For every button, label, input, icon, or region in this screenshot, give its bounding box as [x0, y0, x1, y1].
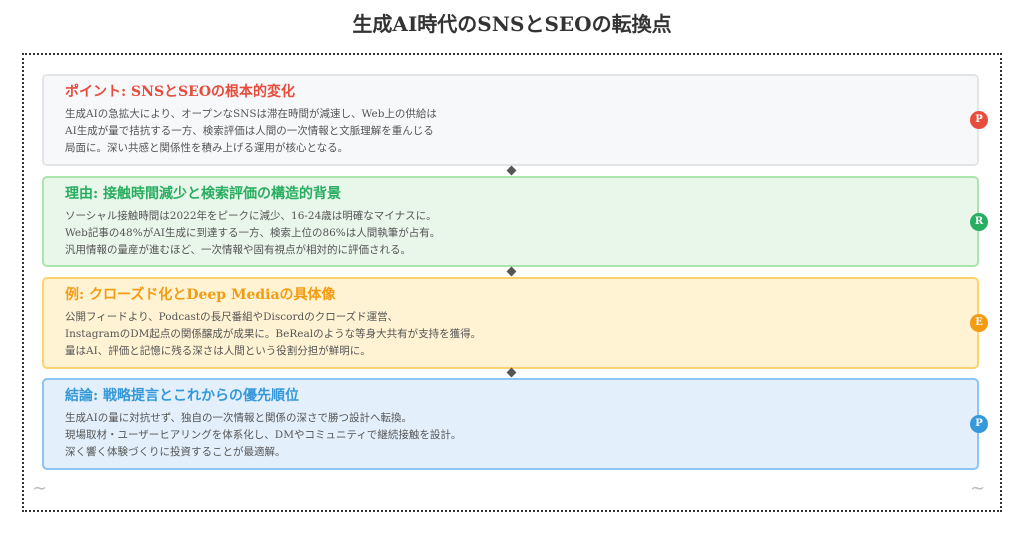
card-line: 生成AIの量に対抗せず、独自の一次情報と関係の深さで勝つ設計へ転換。 — [65, 412, 412, 424]
card-line: 深く響く体験づくりに投資することが最適解。 — [65, 446, 286, 458]
page-title: 生成AI時代のSNSとSEOの転換点 — [352, 12, 672, 36]
card-heading: ポイント: SNSとSEOの根本的変化 — [65, 84, 296, 100]
card-line: 生成AIの急拡大により、オープンなSNSは滞在時間が減速し、Web上の供給は — [65, 108, 437, 120]
badge-p-icon: P — [970, 111, 988, 129]
tilde-decoration-icon: ∼ — [970, 478, 986, 499]
diagram-frame — [22, 53, 1002, 512]
card-line: Web記事の48%がAI生成に到達する一方、検索上位の86%は人間執筆が占有。 — [65, 227, 441, 239]
card-heading: 理由: 接触時間減少と検索評価の構造的背景 — [65, 186, 342, 202]
card-conclusion: 結論: 戦略提言とこれからの優先順位 生成AIの量に対抗せず、独自の一次情報と関… — [42, 378, 988, 470]
badge-e-icon: E — [970, 314, 988, 332]
card-example: 例: クローズド化とDeep Mediaの具体像 公開フィードより、Podcas… — [42, 277, 988, 369]
card-line: 量はAI、評価と記憶に残る深さは人間という役割分担が鮮明に。 — [65, 345, 371, 357]
card-heading: 例: クローズド化とDeep Mediaの具体像 — [65, 287, 336, 303]
card-line: 汎用情報の量産が進むほど、一次情報や固有視点が相対的に評価される。 — [65, 244, 411, 256]
card-reason: 理由: 接触時間減少と検索評価の構造的背景 ソーシャル接触時間は2022年をピー… — [42, 176, 988, 267]
card-line: 現場取材・ユーザーヒアリングを体系化し、DMやコミュニティで継続接触を設計。 — [65, 429, 462, 441]
card-point: ポイント: SNSとSEOの根本的変化 生成AIの急拡大により、オープンなSNS… — [42, 74, 988, 166]
card-line: InstagramのDM起点の関係醸成が成果に。BeRealのような等身大共有が… — [65, 328, 482, 340]
card-line: 局面に。深い共感と関係性を積み上げる運用が核心となる。 — [65, 142, 349, 154]
badge-p-icon: P — [970, 415, 988, 433]
card-line: 公開フィードより、Podcastの長尺番組やDiscordのクローズド運営、 — [65, 311, 399, 323]
badge-r-icon: R — [970, 212, 988, 231]
card-line: ソーシャル接触時間は2022年をピークに減少、16-24歳は明確なマイナスに。 — [65, 210, 437, 222]
card-line: AI生成が量で拮抗する一方、検索評価は人間の一次情報と文脈理解を重んじる — [65, 125, 434, 137]
card-heading: 結論: 戦略提言とこれからの優先順位 — [65, 388, 300, 404]
tilde-decoration-icon: ∼ — [32, 478, 48, 499]
